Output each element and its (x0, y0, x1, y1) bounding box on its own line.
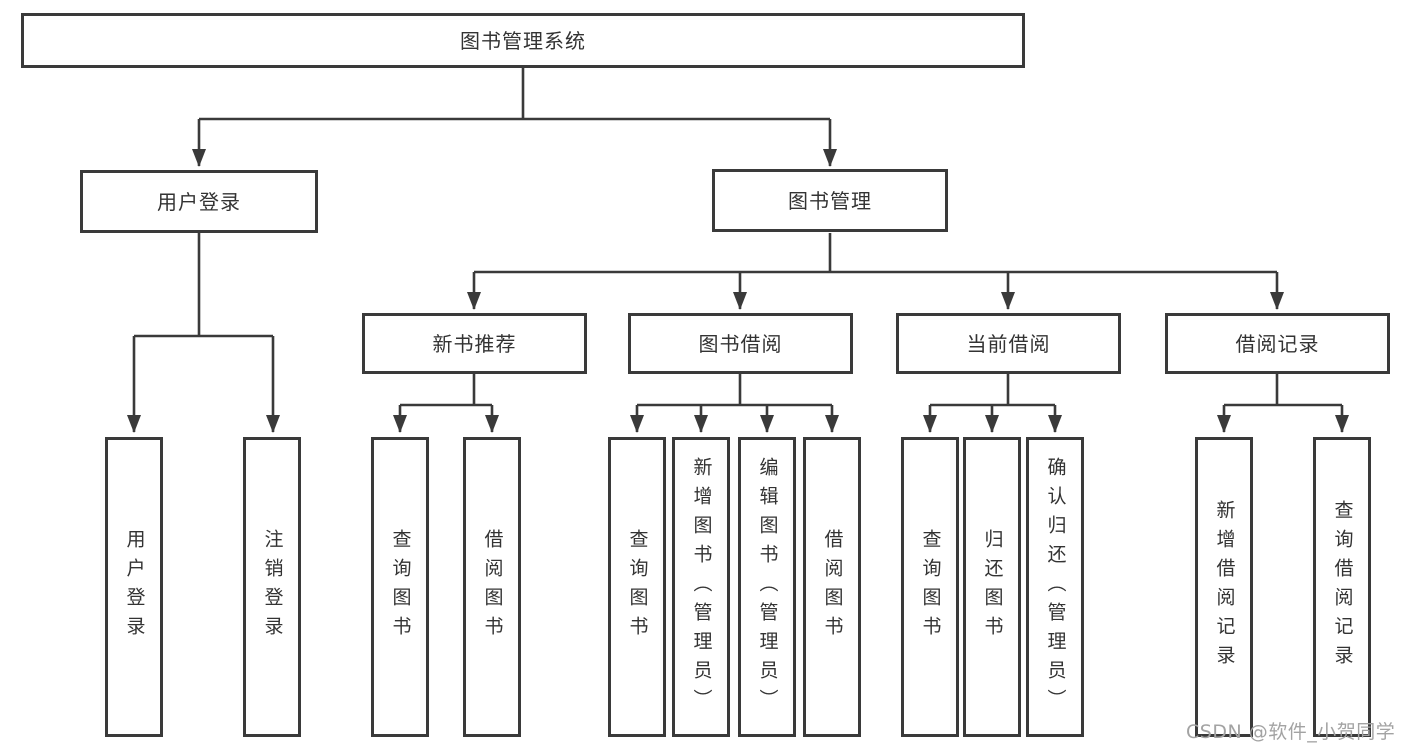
leaf-user-login: 用户登录 (105, 437, 163, 737)
leaf-return-books: 归还图书 (963, 437, 1021, 737)
leaf-query-borrow-record: 查询借阅记录 (1313, 437, 1371, 737)
watermark-text: CSDN @软件_小贺同学 (1186, 721, 1396, 743)
leaf-add-borrow-record: 新增借阅记录 (1195, 437, 1253, 737)
node-book-borrowing: 图书借阅 (628, 313, 853, 374)
leaf-edit-books-admin: 编辑图书（管理员） (738, 437, 796, 737)
node-user-login: 用户登录 (80, 170, 318, 233)
leaf-query-books-current: 查询图书 (901, 437, 959, 737)
node-borrowing-records: 借阅记录 (1165, 313, 1390, 374)
leaf-add-books-admin: 新增图书（管理员） (672, 437, 730, 737)
node-book-management-system: 图书管理系统 (21, 13, 1025, 68)
leaf-borrow-books-borrowing: 借阅图书 (803, 437, 861, 737)
node-new-book-recommendation: 新书推荐 (362, 313, 587, 374)
node-current-borrowing: 当前借阅 (896, 313, 1121, 374)
node-book-management: 图书管理 (712, 169, 948, 232)
leaf-borrow-books-recommend: 借阅图书 (463, 437, 521, 737)
leaf-confirm-return-admin: 确认归还（管理员） (1026, 437, 1084, 737)
leaf-query-books-recommend: 查询图书 (371, 437, 429, 737)
leaf-query-books-borrowing: 查询图书 (608, 437, 666, 737)
leaf-logout: 注销登录 (243, 437, 301, 737)
